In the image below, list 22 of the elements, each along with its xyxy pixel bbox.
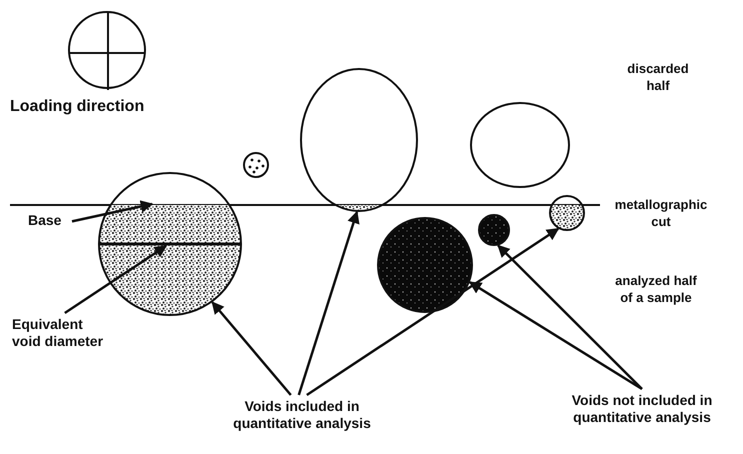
region-label: discarded half: [626, 60, 690, 94]
leader-text: Voids included in quantitative analysis: [222, 398, 382, 432]
void-outline: [470, 102, 570, 188]
leader-arrow: [298, 210, 360, 396]
leader-arrow: [306, 228, 560, 396]
leader-arrow: [211, 301, 292, 396]
leader-text: Base: [28, 212, 68, 229]
void-drawing: [300, 68, 418, 212]
region-label: metallographic cut: [614, 196, 708, 230]
leader-text: Voids not included in quantitative analysis: [558, 392, 726, 426]
small-void-drawing: [243, 152, 269, 178]
leader-arrow: [468, 281, 643, 390]
leader-arrow: [64, 244, 168, 314]
void-drawing: [549, 195, 585, 231]
legend-caption: Loading direction: [10, 98, 146, 115]
leader-arrow: [72, 200, 154, 223]
region-label: analyzed half of a sample: [614, 272, 698, 306]
leader-arrow: [497, 244, 643, 390]
leader-text: Equivalent void diameter: [12, 316, 108, 350]
dark-void-drawing: [478, 214, 510, 246]
dark-void-drawing: [377, 217, 473, 313]
void-drawing: [98, 172, 242, 316]
